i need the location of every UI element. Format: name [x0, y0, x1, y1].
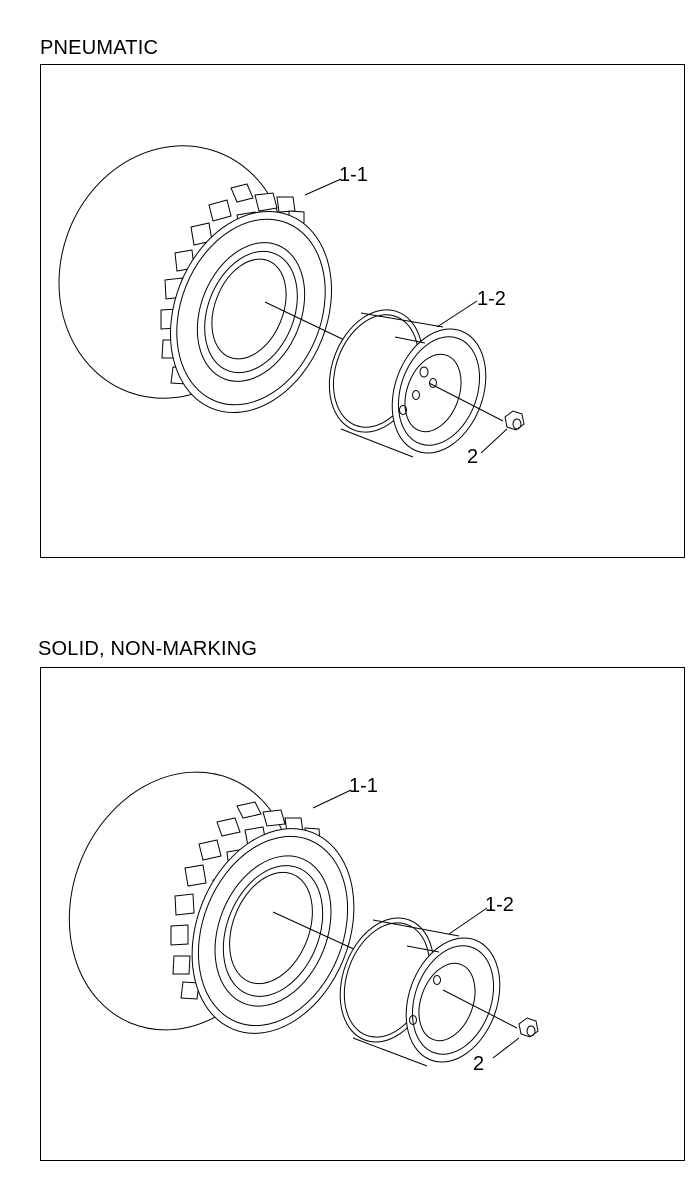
rim-drawing	[339, 917, 501, 1067]
wheel-assembly-drawing-pneumatic: 1-1 1-2 2	[58, 145, 525, 468]
callout-rim: 1-2	[485, 894, 514, 916]
tire-drawing	[68, 771, 355, 1034]
nut-drawing	[518, 1017, 539, 1038]
diagram-panel-solid-non-marking: 1-1 1-2 2	[40, 667, 685, 1161]
callout-nut: 2	[467, 446, 478, 468]
section-title-pneumatic: PNEUMATIC	[40, 37, 159, 59]
tire-drawing	[58, 145, 333, 414]
rim-drawing	[328, 309, 487, 458]
wheel-assembly-drawing-solid: 1-1 1-2 2	[68, 771, 539, 1075]
nut-drawing	[504, 410, 525, 431]
callout-nut: 2	[473, 1053, 484, 1075]
section-title-solid-non-marking: SOLID, NON-MARKING	[38, 638, 258, 660]
callout-rim: 1-2	[477, 288, 506, 310]
callout-tire: 1-1	[349, 775, 378, 797]
diagram-panel-pneumatic: 1-1 1-2 2	[40, 64, 685, 558]
callout-tire: 1-1	[339, 164, 368, 186]
